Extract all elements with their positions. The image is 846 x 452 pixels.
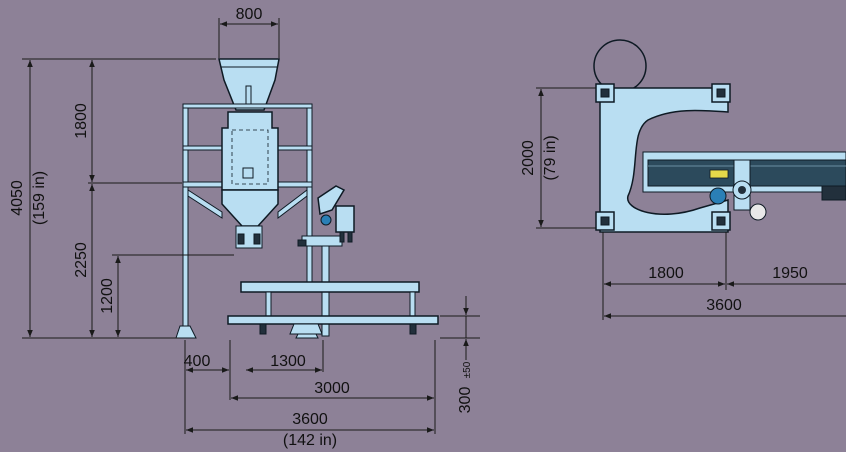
dim-right-span: 1950 bbox=[772, 265, 808, 282]
control-box bbox=[335, 205, 355, 233]
dim-offset-left: 400 bbox=[184, 353, 211, 370]
dim-upper-height: 1800 bbox=[73, 103, 90, 139]
front-view-dimensions: 800 4050 (159 in) 1800 2250 1200 400 130… bbox=[9, 6, 480, 449]
dim-depth-in: (79 in) bbox=[542, 135, 559, 180]
conveyor-base bbox=[227, 315, 439, 325]
top-view-machine bbox=[593, 39, 846, 233]
sewing-head bbox=[317, 185, 346, 216]
bag-conveyor bbox=[240, 281, 420, 293]
top-view-dimensions: 2000 (79 in) 1800 1950 3600 bbox=[520, 87, 846, 320]
dim-total-span: 3600 bbox=[706, 297, 742, 314]
dim-left-span: 1800 bbox=[648, 265, 684, 282]
dim-total-height: 4050 bbox=[9, 180, 26, 216]
dim-length-total: 3600 bbox=[292, 411, 328, 428]
frame-post-right bbox=[306, 103, 313, 289]
dim-lower-height: 2250 bbox=[73, 242, 90, 278]
dim-total-height-in: (159 in) bbox=[31, 171, 48, 225]
feed-hopper bbox=[218, 58, 280, 111]
dim-spout-height: 1200 bbox=[99, 278, 116, 314]
discharge-cone bbox=[221, 189, 279, 227]
dim-offset-mid: 1300 bbox=[270, 353, 306, 370]
dim-length-total-in: (142 in) bbox=[283, 432, 337, 449]
dim-conveyor-height: 300 bbox=[457, 387, 474, 414]
dim-depth: 2000 bbox=[520, 140, 537, 176]
frame-post-left bbox=[182, 103, 189, 337]
dim-length-inner: 3000 bbox=[314, 380, 350, 397]
dim-conveyor-tolerance: ±50 bbox=[462, 361, 473, 378]
platform-plate bbox=[599, 87, 729, 233]
front-view-machine bbox=[175, 58, 439, 339]
dim-hopper-width: 800 bbox=[236, 6, 263, 23]
